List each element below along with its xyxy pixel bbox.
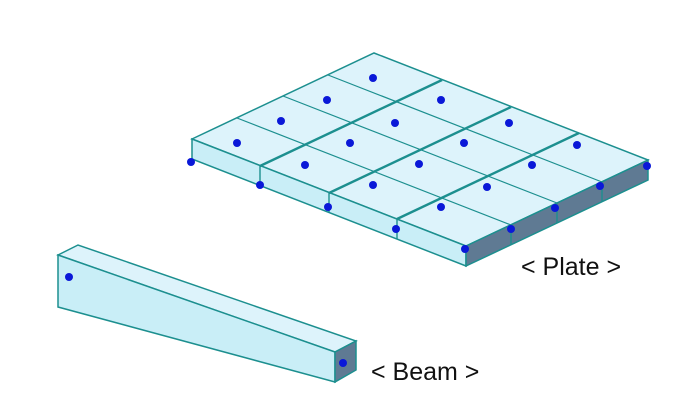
node-dot bbox=[301, 161, 309, 169]
node-dot bbox=[460, 139, 468, 147]
node-dot bbox=[65, 273, 73, 281]
node-dot bbox=[437, 203, 445, 211]
node-dot bbox=[551, 204, 559, 212]
node-dot bbox=[346, 139, 354, 147]
plate-nodes bbox=[187, 74, 651, 253]
beam-label: < Beam > bbox=[371, 358, 479, 386]
node-dot bbox=[392, 225, 400, 233]
node-dot bbox=[573, 141, 581, 149]
node-dot bbox=[187, 158, 195, 166]
node-dot bbox=[323, 96, 331, 104]
node-dot bbox=[596, 182, 604, 190]
plate-label: < Plate > bbox=[521, 253, 621, 281]
node-dot bbox=[528, 161, 536, 169]
node-dot bbox=[369, 74, 377, 82]
node-dot bbox=[505, 119, 513, 127]
node-dot bbox=[415, 160, 423, 168]
plate-model bbox=[187, 52, 651, 268]
beam-front-face bbox=[57, 253, 336, 383]
node-dot bbox=[483, 183, 491, 191]
node-dot bbox=[391, 119, 399, 127]
beam-nodes bbox=[65, 273, 347, 367]
node-dot bbox=[256, 181, 264, 189]
plate-grid-lines bbox=[236, 74, 603, 226]
node-dot bbox=[507, 225, 515, 233]
node-dot bbox=[324, 203, 332, 211]
node-dot bbox=[233, 139, 241, 147]
node-dot bbox=[643, 162, 651, 170]
node-dot bbox=[277, 117, 285, 125]
node-dot bbox=[339, 359, 347, 367]
node-dot bbox=[369, 181, 377, 189]
beam-model bbox=[56, 244, 358, 384]
node-dot bbox=[437, 96, 445, 104]
node-dot bbox=[461, 245, 469, 253]
